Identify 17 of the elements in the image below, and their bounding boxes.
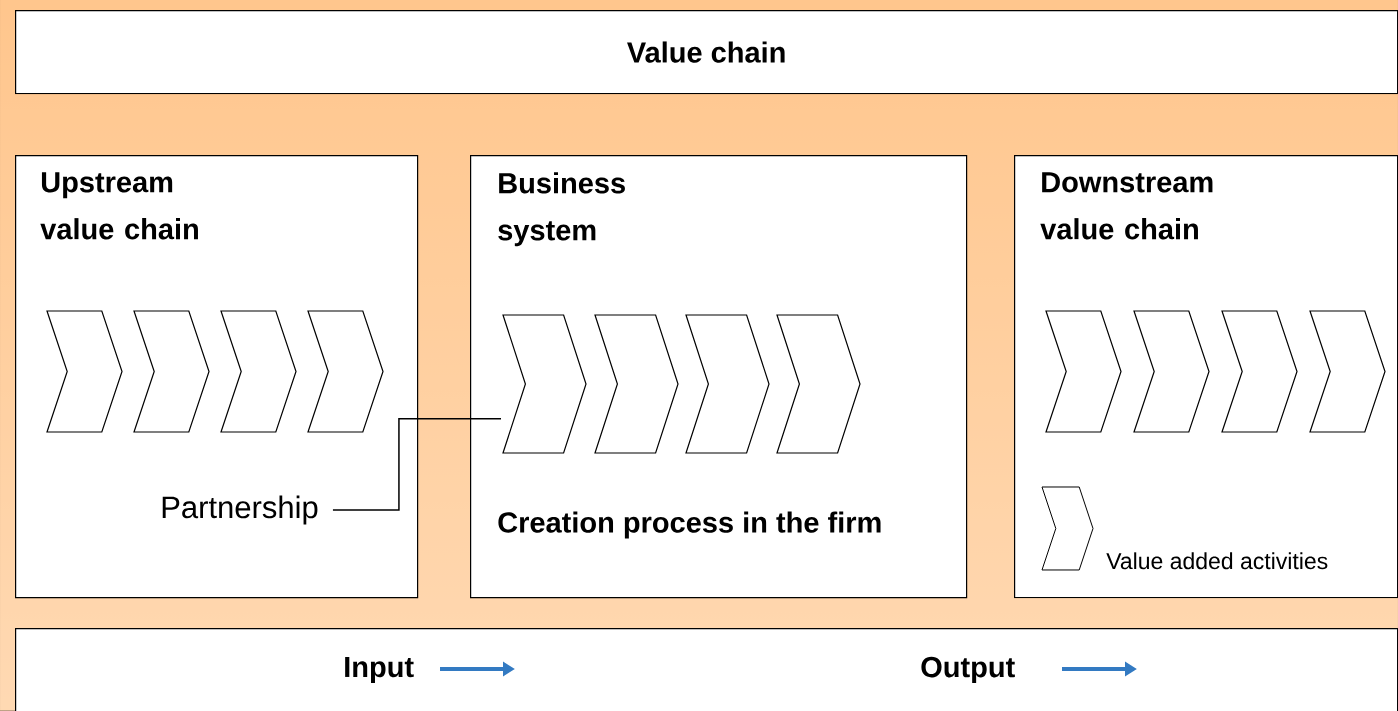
chevron-shape bbox=[133, 310, 210, 433]
legend-key: Value added activities bbox=[1041, 486, 1328, 571]
chevron-shape bbox=[776, 314, 861, 454]
leader-line bbox=[332, 418, 502, 511]
chevron-shape bbox=[1133, 310, 1210, 433]
chevron-shape bbox=[1221, 310, 1298, 433]
chevron-shape bbox=[220, 310, 297, 433]
chevron-shape bbox=[685, 314, 770, 454]
chevron-shape bbox=[1045, 310, 1122, 433]
chevron-shape bbox=[1309, 310, 1386, 433]
label-text: Partnership bbox=[162, 495, 318, 525]
band: Input Output bbox=[15, 628, 1398, 711]
title-box: Value chain bbox=[15, 10, 1398, 95]
chevron-shape bbox=[594, 314, 679, 454]
chevron-shape bbox=[46, 310, 123, 433]
chevron-shape bbox=[307, 310, 384, 433]
chevron-shape bbox=[502, 314, 587, 454]
